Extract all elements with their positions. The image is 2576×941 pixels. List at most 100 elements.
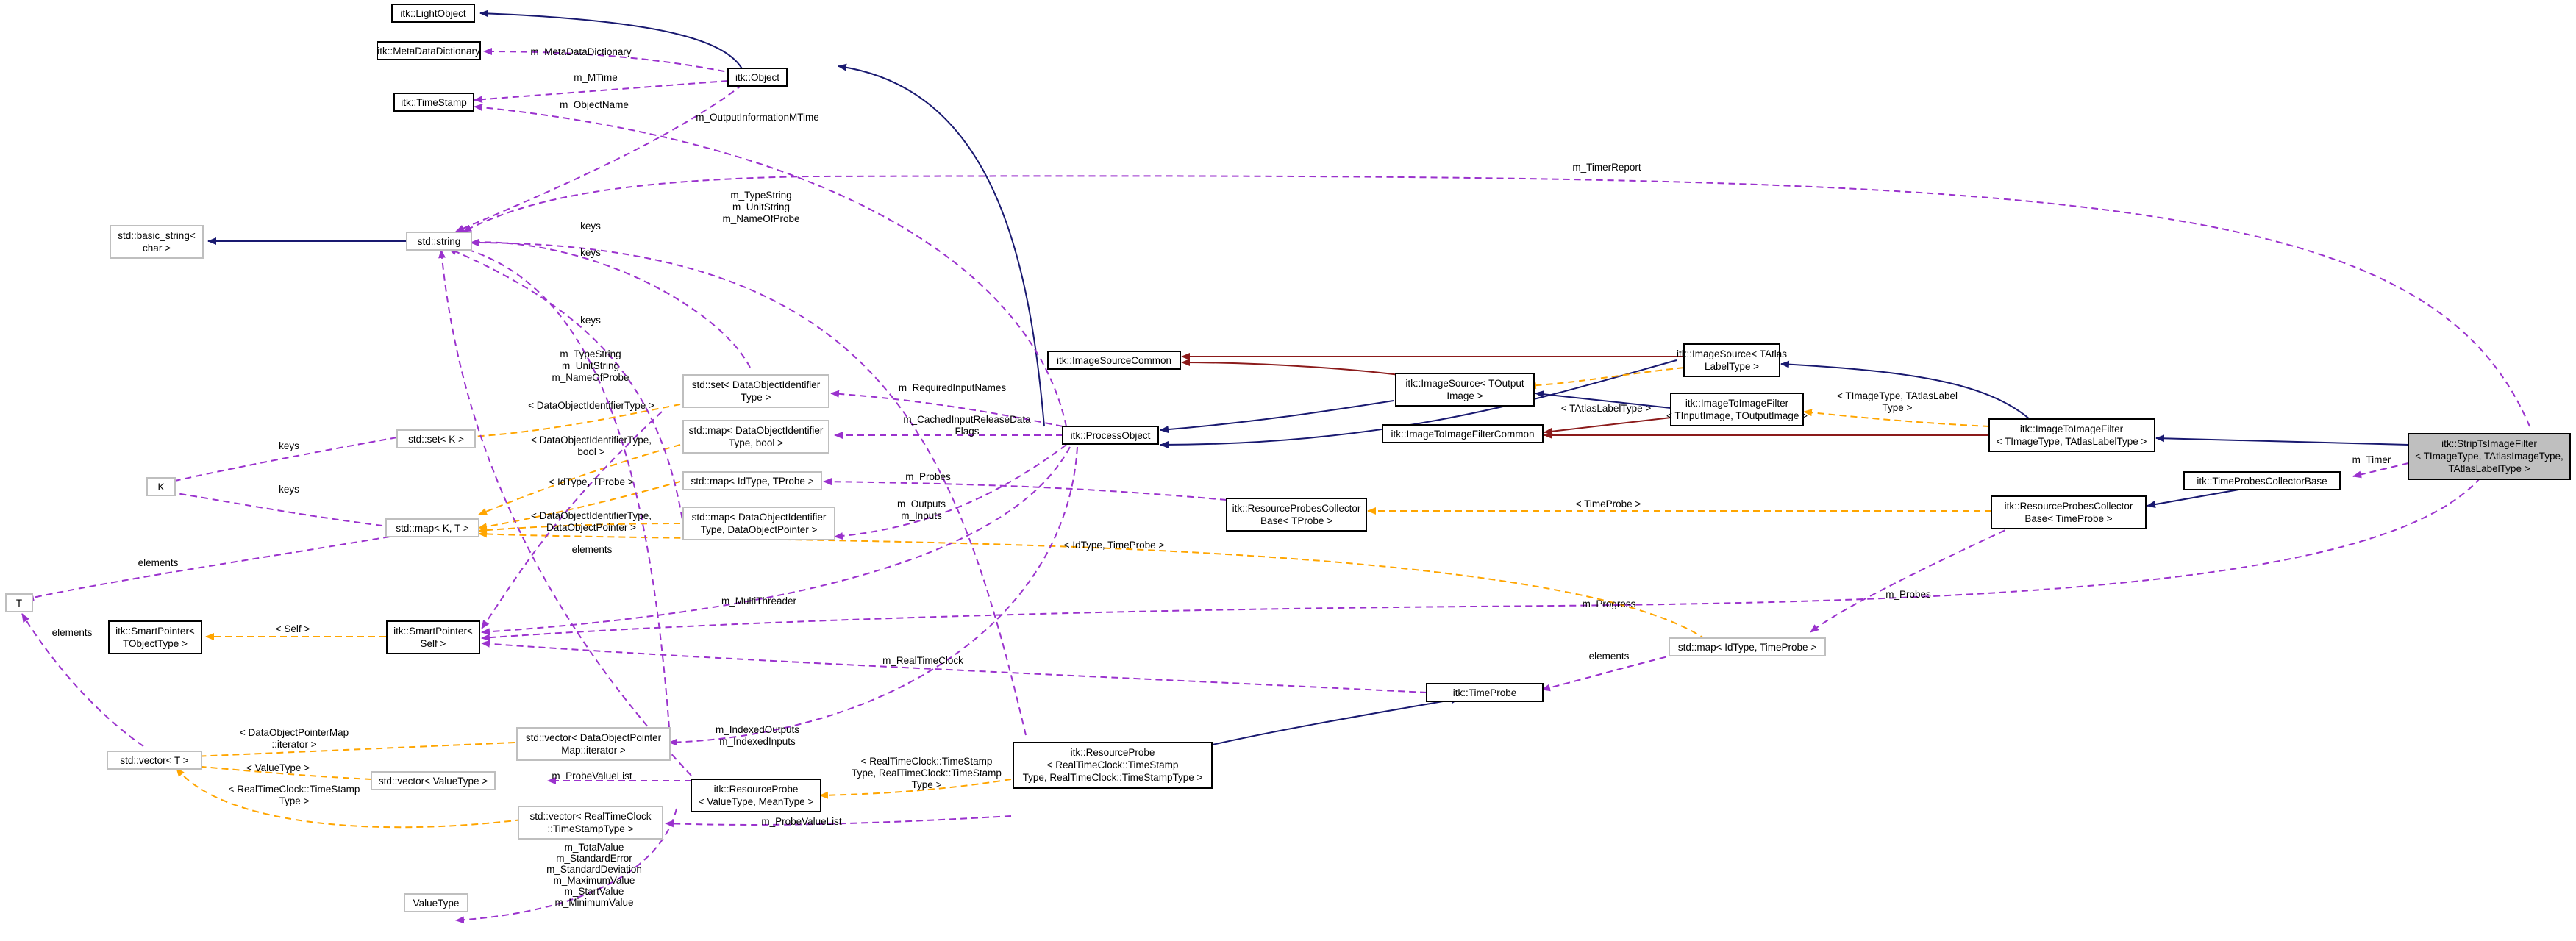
edge-label: m_StartValue [565,886,624,897]
edge-tpl-resourceprobe-vm [819,779,1012,799]
node-label: std::basic_string< [118,230,196,241]
node-resourceprobe-realtimeclock[interactable]: itk::ResourceProbe < RealTimeClock::Time… [1013,742,1213,789]
node-label: Base< TimeProbe > [2024,513,2112,524]
edge-use-realtimeclock [481,640,1427,693]
node-set-k[interactable]: std::set< K > [396,429,476,448]
node-label: itk::StripTsImageFilter [2441,438,2537,449]
edge-label: elements [572,544,613,555]
edge-use-typestring-top [470,239,1027,736]
node-label: Type > [741,392,771,403]
node-resourceprobescollectorbase-timeprobe[interactable]: itk::ResourceProbesCollector Base< TimeP… [1991,495,2147,529]
node-striptsimagefilter[interactable]: itk::StripTsImageFilter < TImageType, TA… [2408,433,2571,480]
node-label: std::map< IdType, TimeProbe > [1678,642,1816,653]
edge-imagesourcetatlas-processobject [1160,359,1677,448]
node-timestamp[interactable]: itk::TimeStamp [393,93,474,112]
edge-use-objectname [455,84,743,232]
node-imagetoimagefiltercommon[interactable]: itk::ImageToImageFilterCommon [1382,424,1544,443]
node-label: Map::iterator > [561,745,626,756]
edge-label: m_TypeString [560,348,621,359]
edge-label: Type, RealTimeClock::TimeStamp [852,768,1002,779]
edge-label: m_CachedInputReleaseData [903,414,1031,425]
node-string[interactable]: std::string [406,232,472,251]
edge-label: < DataObjectIdentifierType, [531,434,652,446]
edge-use-elements-smart [481,411,663,629]
node-smartpointer-tobjecttype[interactable]: itk::SmartPointer< TObjectType > [108,620,202,654]
edge-label: m_IndexedOutputs [716,724,799,735]
edge-label: ::iterator > [271,739,316,750]
node-map-idtype-tprobe[interactable]: std::map< IdType, TProbe > [682,471,822,490]
node-resourceprobescollectorbase-tprobe[interactable]: itk::ResourceProbesCollector Base< TProb… [1226,498,1367,532]
node-vector-valuetype[interactable]: std::vector< ValueType > [371,771,496,790]
node-label: std::map< DataObjectIdentifier [692,512,827,523]
node-label: std::vector< ValueType > [379,776,488,787]
edge-tpl-map-idtype-timeprobe [478,530,1707,640]
edge-label: m_NameOfProbe [552,372,629,383]
node-label: itk::Object [735,72,779,83]
edge-label: m_MultiThreader [721,595,797,607]
edge-label: m_Probes [905,471,951,482]
node-label: std::vector< RealTimeClock [530,811,652,822]
node-label: itk::LightObject [400,8,466,19]
node-timeprobescollectorbase[interactable]: itk::TimeProbesCollectorBase [2183,471,2341,490]
edge-label: m_ProbeValueList [552,770,632,781]
node-object[interactable]: itk::Object [727,68,788,87]
edge-use-keys-k [161,437,398,486]
edge-label: m_MaximumValue [554,875,635,886]
edge-tpl-imagesourcetatlas [1527,367,1685,390]
edge-label: m_MetaDataDictionary [530,46,632,57]
node-resourceprobe-valuetype[interactable]: itk::ResourceProbe < ValueType, MeanType… [691,779,821,812]
edge-use-progress [481,459,2494,642]
node-label: itk::ImageSourceCommon [1057,355,1171,366]
edge-label: m_MinimumValue [554,897,633,908]
node-map-doi-dop[interactable]: std::map< DataObjectIdentifier Type, Dat… [682,507,835,540]
edge-use-probevaluelist2 [665,815,1012,828]
node-processobject[interactable]: itk::ProcessObject [1062,426,1159,445]
node-label: itk::TimeStamp [401,97,467,108]
node-vector-dopmap[interactable]: std::vector< DataObjectPointer Map::iter… [516,727,671,761]
node-set-doi[interactable]: std::set< DataObjectIdentifier Type > [682,374,829,408]
node-label: ValueType [413,898,460,909]
node-label: Type, bool > [729,437,783,448]
node-map-idtype-timeprobe[interactable]: std::map< IdType, TimeProbe > [1669,637,1826,656]
node-imagetoimagefilter-tinput-toutput[interactable]: itk::ImageToImageFilter < TInputImage, T… [1666,393,1808,426]
node-vector-t[interactable]: std::vector< T > [107,751,202,770]
node-lightobject[interactable]: itk::LightObject [391,4,475,23]
node-label: ::TimeStampType > [548,823,634,834]
node-label: < RealTimeClock::TimeStamp [1047,759,1179,770]
edge-label: Type > [279,795,310,806]
edge-label: m_TimerReport [1572,162,1641,173]
node-metadatadictionary[interactable]: itk::MetaDataDictionary [377,41,481,60]
node-t[interactable]: T [5,593,33,612]
node-valuetype[interactable]: ValueType [404,893,468,912]
node-k[interactable]: K [146,477,176,496]
edge-label: m_TypeString [730,190,791,201]
edge-label: m_ObjectName [560,99,629,110]
node-map-kt[interactable]: std::map< K, T > [385,518,479,537]
node-vector-timestamptype[interactable]: std::vector< RealTimeClock ::TimeStampTy… [518,806,663,840]
edge-use-elements-tp [1541,654,1677,692]
edge-label: < DataObjectPointerMap [240,727,349,738]
node-label: itk::SmartPointer< [393,626,473,637]
node-imagetoimagefilter-timagetype-tatlas[interactable]: itk::ImageToImageFilter < TImageType, TA… [1988,418,2155,452]
node-label: itk::TimeProbesCollectorBase [2197,476,2327,487]
node-label: Self > [421,638,446,649]
node-basic-string[interactable]: std::basic_string< char > [110,225,204,259]
edge-label: < IdType, TProbe > [549,476,633,487]
node-timeprobe[interactable]: itk::TimeProbe [1426,683,1544,702]
edge-itif-tt-imagetoimagefiltercommon [1544,417,1671,435]
edge-label: m_Inputs [901,510,942,521]
node-map-doi-bool[interactable]: std::map< DataObjectIdentifier Type, boo… [682,420,829,454]
node-label: std::set< DataObjectIdentifier [692,379,821,390]
edge-use-elements-map [25,536,390,601]
node-label: itk::ImageToImageFilter [2020,423,2124,434]
node-smartpointer-self[interactable]: itk::SmartPointer< Self > [386,620,480,654]
node-label: Image > [1446,390,1483,401]
edge-label: < TimeProbe > [1576,498,1641,509]
node-label: std::map< DataObjectIdentifier [689,425,824,436]
node-imagesourcecommon[interactable]: itk::ImageSourceCommon [1047,351,1181,370]
node-imagesource-tatlaslabeltype[interactable]: itk::ImageSource< TAtlas LabelType > [1677,343,1787,377]
node-imagesource-toutputimage[interactable]: itk::ImageSource< TOutput Image > [1395,373,1535,407]
edge-strip-itif-atlas [2155,434,2409,446]
edge-use-multithreader [481,446,1071,636]
